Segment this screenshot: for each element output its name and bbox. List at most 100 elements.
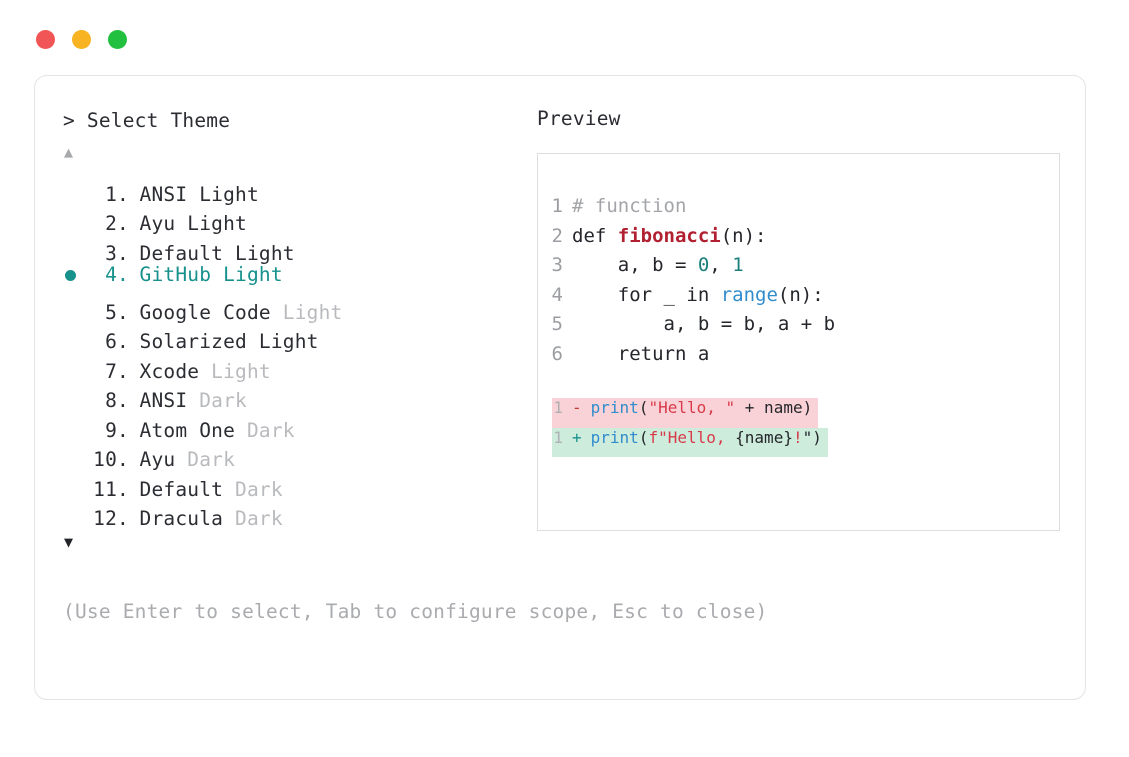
code-token: range: [720, 283, 778, 306]
theme-item-variant: Dark: [235, 507, 283, 530]
code-line: 1# function: [538, 192, 1059, 222]
code-token: a, b =: [572, 254, 698, 276]
theme-item-variant: Dark: [199, 389, 247, 412]
page-title: > Select Theme: [63, 109, 231, 132]
card-columns: > Select Theme ▲ 1. ANSI Light 2. Ayu Light…: [61, 106, 1060, 553]
minimize-button[interactable]: [72, 29, 91, 49]
selected-bullet-icon: [65, 269, 76, 281]
code-token: return a: [572, 342, 710, 365]
code-token: print: [590, 398, 639, 417]
code-token: !: [792, 427, 803, 447]
theme-item-gap: [271, 298, 283, 328]
code-line: 4 for _ in range(n):: [538, 281, 1059, 311]
code-line-number: 2: [551, 224, 563, 247]
code-token: (: [638, 427, 649, 447]
diff-line-added: 1+print(f"Hello, {name}!"): [552, 427, 828, 457]
theme-list-item[interactable]: 4.GitHub Light: [61, 260, 531, 290]
code-token: fibonacci: [617, 224, 721, 247]
selection-indicator-cell: [61, 171, 87, 201]
theme-item-name: Ayu: [139, 212, 176, 235]
code-line-content: a, b = 0, 1: [572, 251, 744, 281]
theme-item-index: 1.: [105, 182, 129, 206]
theme-item-name: Google Code: [139, 300, 271, 324]
code-token: 1: [732, 254, 744, 276]
code-line-number: 6: [551, 342, 563, 365]
theme-list-item[interactable]: 11. Default Dark: [61, 466, 531, 501]
theme-list-item[interactable]: 3.Default Light: [61, 230, 531, 265]
theme-item-gap: [223, 475, 235, 505]
selection-indicator-cell: [61, 260, 87, 290]
scroll-down-icon[interactable]: ▼: [64, 533, 74, 551]
selection-indicator-cell: [61, 289, 87, 319]
code-token: 0: [697, 254, 710, 276]
selection-indicator-cell: [61, 230, 87, 260]
theme-list-item[interactable]: 2. Ayu Light: [61, 201, 531, 235]
selection-indicator-cell: [61, 466, 87, 496]
theme-item-index: 2.: [105, 212, 129, 235]
theme-list-item[interactable]: 9.Atom One Dark: [61, 407, 531, 442]
theme-list-item[interactable]: 10.Ayu Dark: [61, 437, 531, 471]
code-diff-spacer: [538, 369, 1059, 398]
diff-line-number: 1: [553, 427, 563, 447]
code-token: a, b = b, a + b: [572, 313, 836, 335]
code-line-content: # function: [572, 192, 686, 222]
diff-line-content: print(f"Hello, {name}!"): [591, 428, 828, 447]
theme-item-index: 12.: [93, 507, 129, 530]
theme-item-variant: Light: [211, 359, 271, 383]
theme-item-gap: [187, 386, 199, 416]
theme-list-item[interactable]: 12. Dracula Dark: [61, 496, 531, 530]
theme-list-item[interactable]: 8.ANSI Dark: [61, 378, 531, 412]
selection-indicator-cell: [61, 407, 87, 437]
keyboard-hint: (Use Enter to select, Tab to configure s…: [63, 600, 768, 623]
theme-item-index: 7.: [105, 359, 129, 383]
theme-item-variant: Light: [282, 300, 343, 324]
theme-item-name: Solarized: [139, 330, 247, 353]
theme-list-item[interactable]: 5.Google Code Light: [61, 289, 531, 324]
theme-item-gap: [175, 209, 187, 239]
close-button[interactable]: [36, 29, 55, 49]
theme-list-column: > Select Theme ▲ 1. ANSI Light 2. Ayu Light…: [61, 106, 531, 553]
theme-item-name: Atom One: [139, 418, 236, 442]
theme-item-variant: Dark: [235, 477, 283, 501]
theme-item-name: ANSI: [139, 182, 188, 206]
theme-item-name: Dracula: [139, 507, 224, 530]
theme-item-index: 6.: [105, 330, 129, 353]
theme-list-item[interactable]: 7.Xcode Light: [61, 348, 531, 383]
code-line-number: 4: [551, 283, 563, 306]
theme-item-name: GitHub: [139, 262, 212, 286]
theme-item-name: ANSI: [139, 389, 188, 412]
maximize-button[interactable]: [108, 29, 127, 49]
selection-indicator-cell: [61, 319, 87, 349]
code-token: + name): [735, 398, 813, 417]
code-token: f"Hello,: [648, 427, 736, 447]
theme-list-item[interactable]: 1. ANSI Light: [61, 171, 531, 206]
diff-line-removed: 1-print("Hello, " + name): [552, 398, 819, 428]
code-token: "Hello, ": [648, 398, 736, 417]
theme-list-item[interactable]: 6.Solarized Light: [61, 319, 531, 353]
code-line: 6 return a: [538, 340, 1059, 370]
theme-item-gap: [199, 357, 211, 387]
code-line-number: 3: [551, 254, 563, 276]
code-line-content: def fibonacci(n):: [572, 222, 766, 252]
theme-item-variant: Light: [187, 212, 247, 235]
code-token: for _ in: [572, 283, 721, 306]
code-token: (n):: [720, 224, 767, 247]
scroll-up-icon[interactable]: ▲: [64, 143, 74, 161]
theme-item-index: 3.: [105, 241, 129, 265]
theme-item-index: 9.: [105, 418, 129, 442]
code-line-content: a, b = b, a + b: [572, 310, 836, 340]
theme-item-index: 11.: [93, 477, 129, 501]
theme-item-name: Default: [139, 477, 224, 501]
theme-item-variant: Light: [199, 182, 259, 206]
code-token: "): [802, 427, 822, 447]
theme-item-variant: Light: [223, 262, 283, 286]
diff-line-number: 1: [553, 398, 563, 417]
theme-item-gap: [247, 327, 259, 357]
theme-item-name: Ayu: [139, 448, 176, 471]
preview-label: Preview: [537, 107, 621, 130]
